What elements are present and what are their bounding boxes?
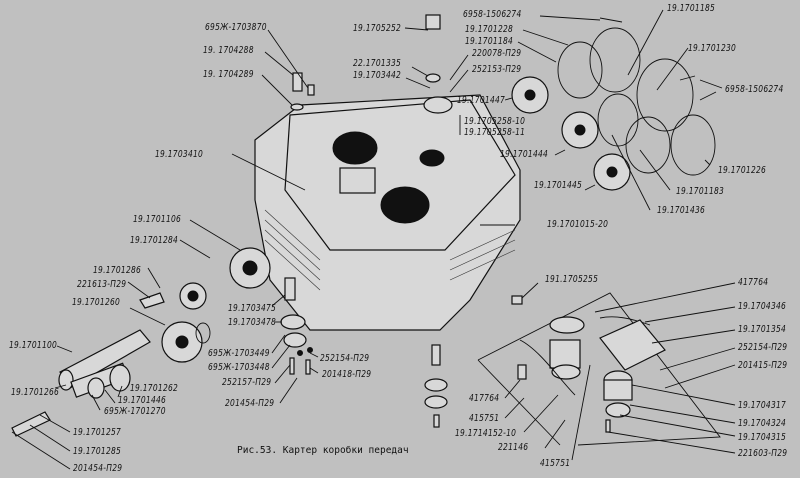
label-19-1701266: 19.1701266 (11, 387, 60, 398)
label-252157-p29: 252157-П29 (222, 377, 272, 388)
label-415751-b: 415751 (540, 458, 571, 469)
cover-plate-parts (280, 277, 523, 428)
label-19-1701262: 19.1701262 (130, 383, 179, 394)
label-19-1704315: 19.1704315 (738, 432, 787, 443)
label-19-1705258-10: 19.1705258-10 (464, 116, 526, 127)
gearbox-housing (254, 94, 521, 331)
label-19-1701226: 19.1701226 (718, 165, 767, 176)
label-19-1703475: 19.1703475 (228, 303, 277, 314)
label-201415-p29: 201415-П29 (738, 360, 788, 371)
label-220078-p29: 220078-П29 (472, 48, 522, 59)
label-19-1701445: 19.1701445 (534, 180, 583, 191)
label-19-1701184: 19.1701184 (465, 36, 514, 47)
label-19-1701185: 19.1701185 (667, 3, 716, 14)
label-19-1714152-10: 19.1714152-10 (455, 428, 517, 439)
label-19-1705258-11: 19.1705258-11 (464, 127, 526, 138)
label-19-1701257: 19.1701257 (73, 427, 122, 438)
label-19-1701354: 19.1701354 (738, 324, 787, 335)
figure-caption: Рис.53. Картер коробки передач (237, 445, 409, 456)
leader-lines (11, 9, 736, 470)
label-19-1701446: 19.1701446 (118, 395, 167, 406)
label-201454-p29-a: 201454-П29 (73, 463, 123, 474)
label-19-1701260: 19.1701260 (72, 297, 121, 308)
label-695zh-1701270: 695Ж-1701270 (104, 406, 166, 417)
plug-parts (290, 14, 453, 114)
label-19-1704324: 19.1704324 (738, 418, 787, 429)
label-19-1701284: 19.1701284 (130, 235, 179, 246)
label-695zh-1703448: 695Ж-1703448 (208, 362, 270, 373)
label-19-1701286: 19.1701286 (93, 265, 142, 276)
label-19-1701230: 19.1701230 (688, 43, 737, 54)
label-19-1701015-20: 19.1701015-20 (547, 219, 609, 230)
label-19-1701106: 19.1701106 (133, 214, 182, 225)
label-695zh-1703870: 695Ж-1703870 (205, 22, 267, 33)
label-19-1701285: 19.1701285 (73, 446, 122, 457)
label-252154-p29-a: 252154-П29 (320, 353, 370, 364)
label-19-1703410: 19.1703410 (155, 149, 204, 160)
label-19-1701447: 19.1701447 (457, 95, 506, 106)
label-6958-1506274-right: 6958-1506274 (725, 84, 784, 95)
label-201454-p29-b: 201454-П29 (225, 398, 275, 409)
label-6958-1506274-top: 6958-1506274 (463, 9, 522, 20)
label-417764-a: 417764 (738, 277, 769, 288)
label-19-1704317: 19.1704317 (738, 400, 787, 411)
label-19-1704288: 19. 1704288 (203, 45, 254, 56)
label-19-1704289: 19. 1704289 (203, 69, 254, 80)
label-201418-p29: 201418-П29 (322, 369, 372, 380)
label-19-1705252: 19.1705252 (353, 23, 402, 34)
pto-assembly (477, 292, 721, 446)
label-19-1703478: 19.1703478 (228, 317, 277, 328)
label-19-1701444: 19.1701444 (500, 149, 549, 160)
label-19-1701436: 19.1701436 (657, 205, 706, 216)
label-19-1701100: 19.1701100 (9, 340, 58, 351)
label-221603-p29: 221603-П29 (738, 448, 788, 459)
label-19-1704346: 19.1704346 (738, 301, 787, 312)
input-shaft-assembly (11, 247, 271, 437)
label-415751-a: 415751 (469, 413, 500, 424)
label-221613-p29: 221613-П29 (77, 279, 127, 290)
label-19-1701228: 19.1701228 (465, 24, 514, 35)
label-695zh-1703449: 695Ж-1703449 (208, 348, 270, 359)
label-22-1701335: 22.1701335 (353, 58, 402, 69)
label-252153-p29: 252153-П29 (472, 64, 522, 75)
label-19-1703442: 19.1703442 (353, 70, 402, 81)
label-417764-b: 417764 (469, 393, 500, 404)
bearings-and-covers (511, 17, 717, 191)
label-191-1705255: 191.1705255 (545, 274, 599, 285)
label-19-1701183: 19.1701183 (676, 186, 725, 197)
label-221146: 221146 (498, 442, 529, 453)
label-252154-p29-b: 252154-П29 (738, 342, 788, 353)
